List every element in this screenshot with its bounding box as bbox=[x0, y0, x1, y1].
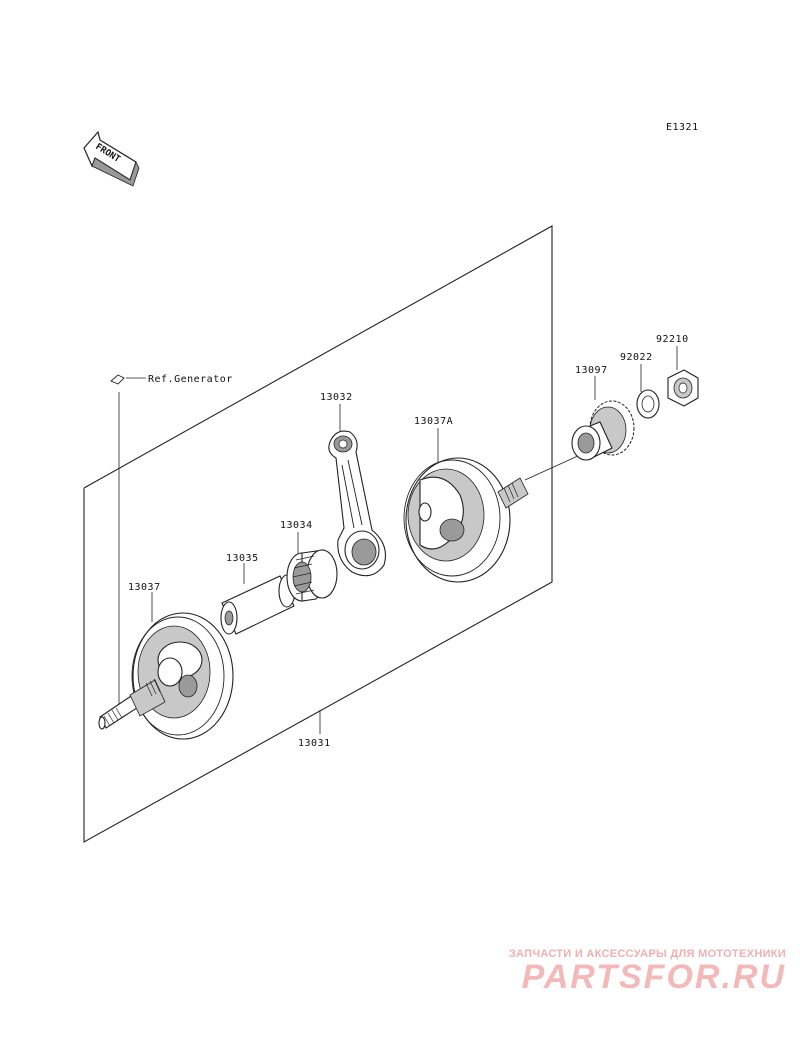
nut bbox=[667, 369, 699, 407]
label-13034: 13034 bbox=[280, 520, 313, 531]
ref-generator-label: Ref.Generator bbox=[148, 374, 233, 385]
washer bbox=[636, 389, 660, 419]
needle-bearing bbox=[286, 549, 338, 602]
diagram-code: E1321 bbox=[666, 122, 699, 133]
leader-lines bbox=[151, 346, 678, 734]
flywheel-right bbox=[403, 457, 529, 583]
front-arrow-icon: FRONT bbox=[83, 130, 140, 187]
label-13032: 13032 bbox=[320, 392, 353, 403]
label-13037A: 13037A bbox=[414, 416, 453, 427]
label-92210: 92210 bbox=[656, 334, 689, 345]
assembly-outline bbox=[83, 225, 553, 843]
label-13037: 13037 bbox=[128, 582, 161, 593]
label-13097: 13097 bbox=[575, 365, 608, 376]
watermark: ЗАПЧАСТИ И АКСЕССУАРЫ ДЛЯ МОТОТЕХНИКИ PA… bbox=[466, 948, 786, 997]
ref-generator-marker: Ref.Generator bbox=[110, 374, 233, 712]
label-13031: 13031 bbox=[298, 738, 331, 749]
watermark-brand: PARTSFOR.RU bbox=[521, 958, 786, 996]
flywheel-left bbox=[98, 612, 234, 740]
label-92022: 92022 bbox=[620, 352, 653, 363]
crank-pin bbox=[220, 574, 296, 635]
label-13035: 13035 bbox=[226, 553, 259, 564]
watermark-tagline: ЗАПЧАСТИ И АКСЕССУАРЫ ДЛЯ МОТОТЕХНИКИ bbox=[508, 948, 786, 960]
connecting-rod bbox=[328, 430, 387, 577]
drive-gear bbox=[571, 400, 635, 461]
